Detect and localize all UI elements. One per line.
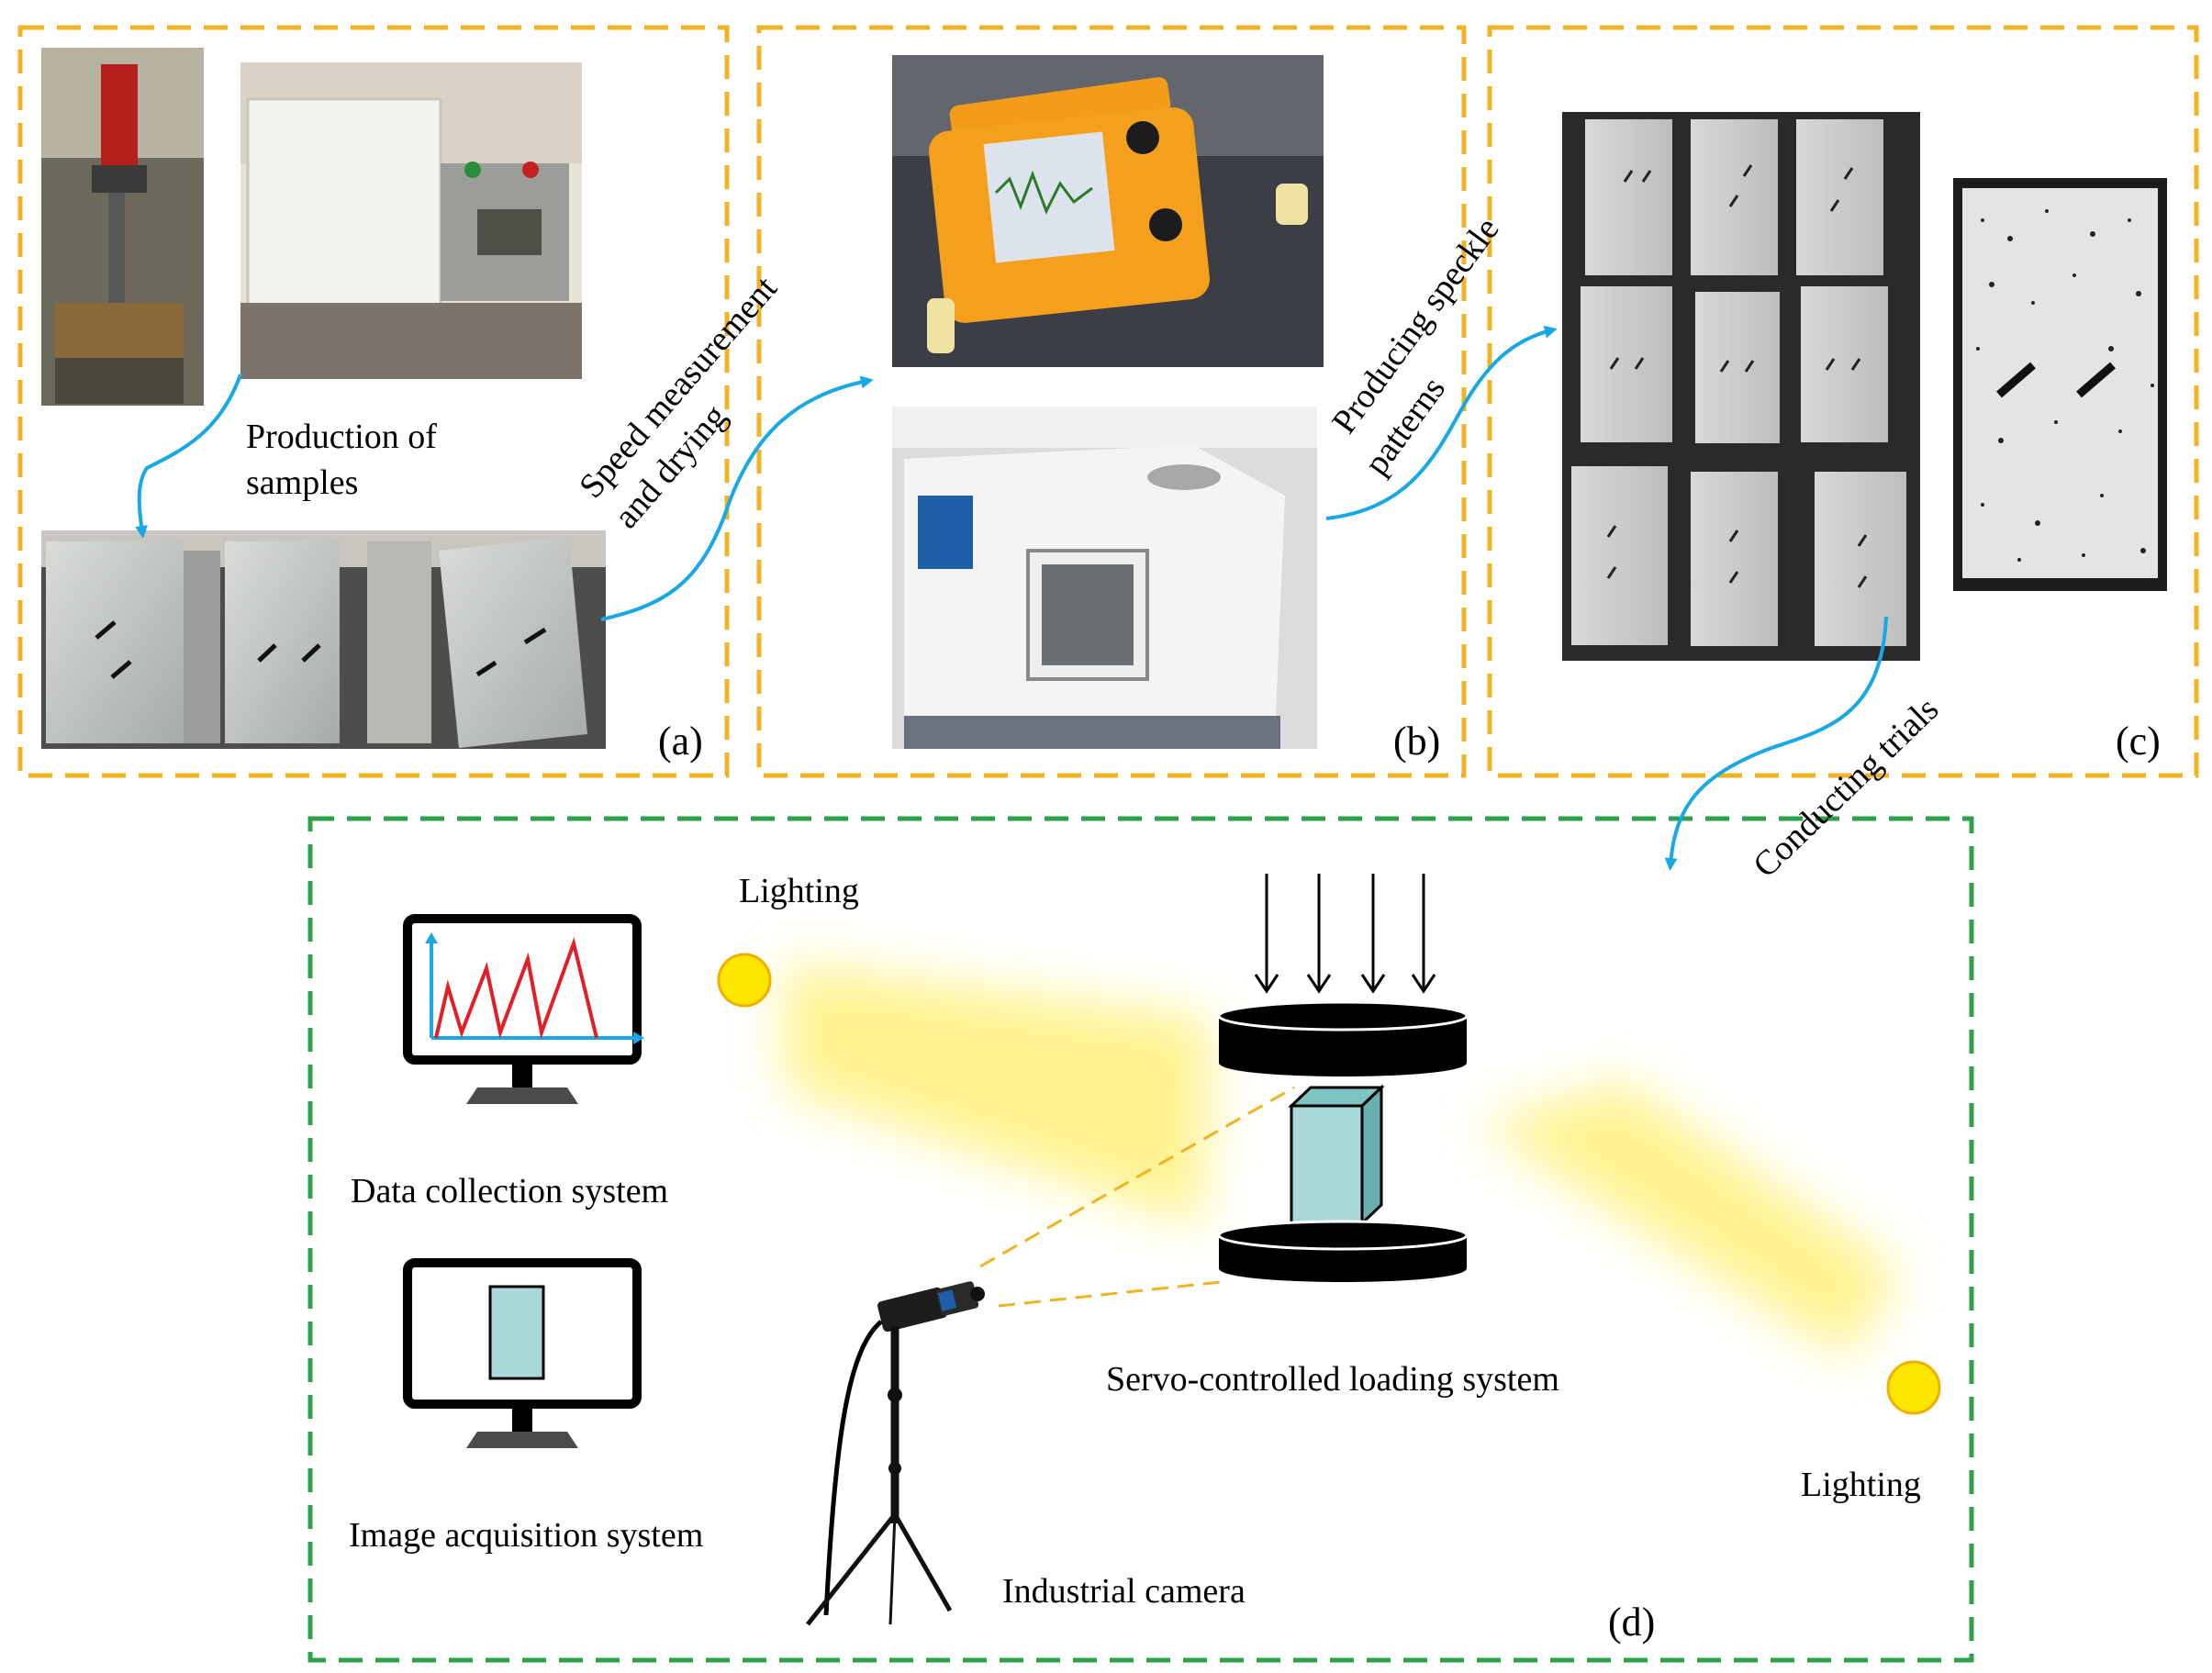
- lighting-top-label: Lighting: [739, 872, 859, 910]
- panel-label-a: (a): [658, 719, 703, 764]
- light-beam-top: [785, 964, 1212, 1225]
- ultrasonic-tester-photo: [892, 55, 1324, 367]
- lighting-top-icon: [717, 953, 772, 1008]
- upper-loading-platen: [1217, 1000, 1469, 1076]
- flow-arrow-to-b: [600, 375, 874, 621]
- data-collection-monitor-icon: [403, 914, 644, 1104]
- flow-arrow-to-c: [1325, 325, 1558, 520]
- camera-fov-lower: [998, 1280, 1222, 1308]
- industrial-camera-label: Industrial camera: [1002, 1572, 1246, 1611]
- image-acquisition-monitor-icon: [403, 1258, 642, 1448]
- speckle-specimens-photo: [1562, 112, 1920, 661]
- camera-fov-upper: [979, 1086, 1295, 1268]
- light-beam-bottom: [1478, 1083, 1900, 1358]
- panel-label-c: (c): [2116, 719, 2161, 764]
- step-trials: Conducting trials: [1746, 690, 1946, 886]
- load-arrows: [1254, 874, 1436, 994]
- drying-oven-photo: [892, 407, 1317, 749]
- rock-samples-photo: [41, 530, 606, 749]
- panel-d-border: [307, 816, 1974, 1663]
- flow-arrow-production: [135, 374, 242, 539]
- panel-c-border: [1487, 25, 2199, 778]
- flow-arrow-to-d: [1664, 616, 1888, 871]
- panel-label-d: (d): [1608, 1600, 1655, 1645]
- industrial-camera-icon: [806, 1281, 985, 1626]
- lighting-bottom-icon: [1886, 1360, 1941, 1415]
- data-collection-label: Data collection system: [351, 1172, 668, 1210]
- lighting-bottom-label: Lighting: [1801, 1466, 1921, 1504]
- speckle-closeup-photo: [1953, 178, 2167, 591]
- servo-loading-label: Servo-controlled loading system: [1106, 1360, 1559, 1399]
- caption-production-line1: Production of: [246, 418, 437, 456]
- cutting-machine-photo: [240, 62, 582, 379]
- drill-press-photo: [41, 48, 204, 406]
- panel-label-b: (b): [1393, 719, 1440, 764]
- image-acquisition-label: Image acquisition system: [349, 1516, 703, 1555]
- caption-production-line2: samples: [246, 463, 358, 502]
- rock-specimen: [1288, 1084, 1385, 1227]
- panel-a-border: [17, 25, 730, 778]
- lower-loading-platen: [1217, 1220, 1469, 1282]
